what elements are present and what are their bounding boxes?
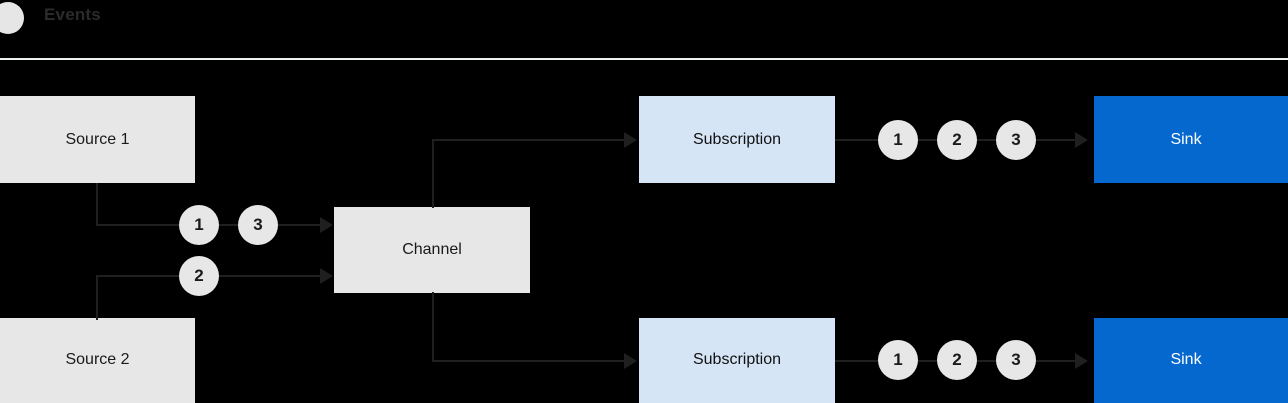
event-token: 3 xyxy=(996,340,1036,380)
arrowhead-subscription-bottom-to-sink xyxy=(1075,353,1088,369)
event-token: 2 xyxy=(179,256,219,296)
event-token: 3 xyxy=(996,120,1036,160)
event-token: 2 xyxy=(937,340,977,380)
events-dot-icon xyxy=(0,2,24,34)
connector-channel-top-horizontal xyxy=(432,139,632,141)
node-channel[interactable]: Channel xyxy=(334,207,530,293)
node-channel-label: Channel xyxy=(402,241,462,258)
connector-source2-vertical xyxy=(96,275,98,320)
node-sink-top[interactable]: Sink xyxy=(1094,96,1288,183)
event-token: 2 xyxy=(937,120,977,160)
arrowhead-subscription-top-to-sink xyxy=(1075,132,1088,148)
node-subscription-top[interactable]: Subscription xyxy=(639,96,835,183)
event-token: 3 xyxy=(238,205,278,245)
arrowhead-source1-to-channel xyxy=(320,217,333,233)
node-source-1-label: Source 1 xyxy=(65,130,130,148)
arrowhead-source2-to-channel xyxy=(320,268,333,284)
event-token: 1 xyxy=(878,340,918,380)
node-source-2[interactable]: Source 2 xyxy=(0,318,195,403)
header-divider xyxy=(0,58,1288,60)
node-source-1[interactable]: Source 1 xyxy=(0,96,195,183)
arrowhead-channel-to-subscription-top xyxy=(624,132,637,148)
legend-label: Events xyxy=(44,5,101,24)
arrowhead-channel-to-subscription-bottom xyxy=(624,353,637,369)
node-subscription-bottom-label: Subscription xyxy=(692,351,782,368)
node-sink-top-label: Sink xyxy=(1170,130,1202,148)
connector-source1-vertical xyxy=(96,183,98,225)
node-sink-bottom[interactable]: Sink xyxy=(1094,318,1288,403)
node-source-2-label: Source 2 xyxy=(65,351,130,368)
node-sink-bottom-label: Sink xyxy=(1170,351,1202,368)
node-subscription-top-label: Subscription xyxy=(692,130,782,148)
connector-channel-top-vertical xyxy=(432,140,434,208)
event-token: 1 xyxy=(179,205,219,245)
connector-channel-bottom-horizontal xyxy=(432,360,632,362)
connector-channel-bottom-vertical xyxy=(432,292,434,362)
event-token: 1 xyxy=(878,120,918,160)
node-subscription-bottom[interactable]: Subscription xyxy=(639,318,835,403)
